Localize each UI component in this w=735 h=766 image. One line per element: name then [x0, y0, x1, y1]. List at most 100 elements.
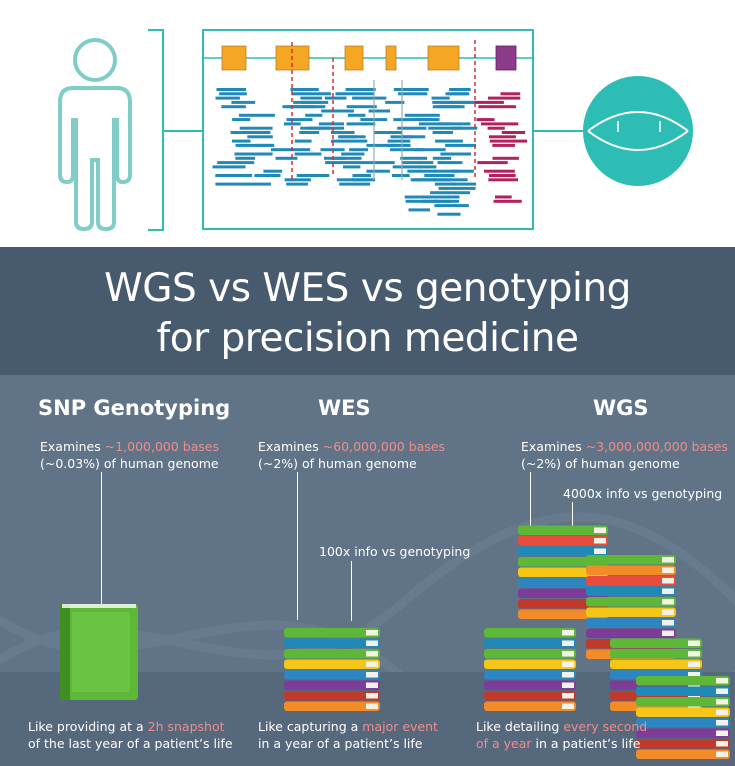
book [610, 638, 702, 648]
variant-read [489, 139, 528, 143]
book [284, 628, 380, 638]
read [296, 174, 330, 177]
read [232, 139, 251, 143]
read [247, 135, 273, 139]
snp-book-icon [60, 604, 138, 700]
book [284, 691, 380, 701]
read [417, 118, 440, 122]
variant-read [488, 178, 518, 182]
read [346, 122, 376, 126]
book [284, 638, 380, 648]
book [586, 618, 676, 628]
read [428, 126, 463, 130]
variant-read [484, 169, 515, 173]
book [610, 649, 702, 659]
book-pages [562, 703, 574, 709]
read [397, 126, 427, 130]
variant-read [476, 118, 495, 122]
book-pages [716, 688, 728, 694]
read [430, 174, 455, 177]
book-pages [716, 678, 728, 684]
book-pages [366, 703, 378, 709]
book-pages [716, 720, 728, 726]
read [352, 174, 371, 177]
book [586, 586, 676, 596]
read [308, 126, 344, 130]
read [440, 100, 477, 104]
sequencing-illustration [58, 29, 693, 232]
wes-leader-line-left [297, 472, 298, 620]
book-pages [366, 682, 378, 688]
read [284, 178, 311, 182]
read [305, 113, 323, 117]
book-pages [662, 620, 674, 626]
read [387, 139, 411, 143]
title-banner [0, 247, 735, 375]
read [390, 148, 424, 152]
read [432, 131, 453, 134]
read [434, 182, 457, 186]
wes-book-stack [284, 628, 380, 711]
book [636, 707, 730, 717]
wgs-caption-line2: of a year in a patient’s life [476, 736, 641, 751]
read [450, 126, 478, 130]
variant-read [492, 156, 519, 160]
read [294, 139, 312, 143]
read [415, 148, 446, 152]
page-title-line1: WGS vs WES vs genotyping [104, 266, 631, 311]
read [368, 109, 391, 113]
book [284, 701, 380, 711]
book [636, 686, 730, 696]
wes-heading: WES [318, 396, 371, 420]
wgs-book-stack-middle [586, 555, 676, 659]
snp-leader-line [101, 472, 102, 605]
read [434, 204, 469, 208]
variant-read [488, 96, 521, 100]
wgs-book-stack-front-right [636, 676, 730, 759]
read [440, 152, 472, 156]
read [286, 182, 308, 186]
book [484, 659, 576, 669]
wes-fraction: (~2%) of human genome [258, 456, 417, 471]
book [518, 578, 608, 588]
book-pages [662, 630, 674, 636]
book-pages [562, 661, 574, 667]
person-icon [58, 38, 132, 232]
read [339, 182, 371, 186]
read [400, 156, 428, 160]
book [284, 670, 380, 680]
wes-examines: Examines ~60,000,000 bases [258, 439, 446, 454]
read [215, 174, 253, 177]
read [438, 122, 471, 126]
read [255, 143, 274, 147]
read [215, 182, 247, 186]
read [437, 161, 463, 165]
read [231, 100, 256, 104]
read [432, 105, 461, 109]
read [392, 174, 410, 177]
book-pages [562, 682, 574, 688]
read [352, 96, 387, 100]
snp-caption-line2: of the last year of a patient’s life [28, 736, 233, 751]
read [294, 152, 322, 156]
read [401, 135, 426, 139]
book-pages [594, 538, 606, 544]
book-pages [662, 557, 674, 563]
read [286, 105, 326, 109]
variant-read [492, 143, 515, 147]
read [407, 169, 436, 173]
read [217, 161, 255, 165]
book [484, 691, 576, 701]
read [418, 165, 437, 169]
book [586, 607, 676, 617]
book [518, 599, 608, 609]
read [343, 165, 361, 169]
book-pages [662, 609, 674, 615]
wgs-leader-line-left [530, 472, 531, 529]
wgs-examines: Examines ~3,000,000,000 bases [521, 439, 728, 454]
book-pages [366, 693, 378, 699]
book [484, 701, 576, 711]
read [221, 105, 246, 109]
book [636, 676, 730, 686]
